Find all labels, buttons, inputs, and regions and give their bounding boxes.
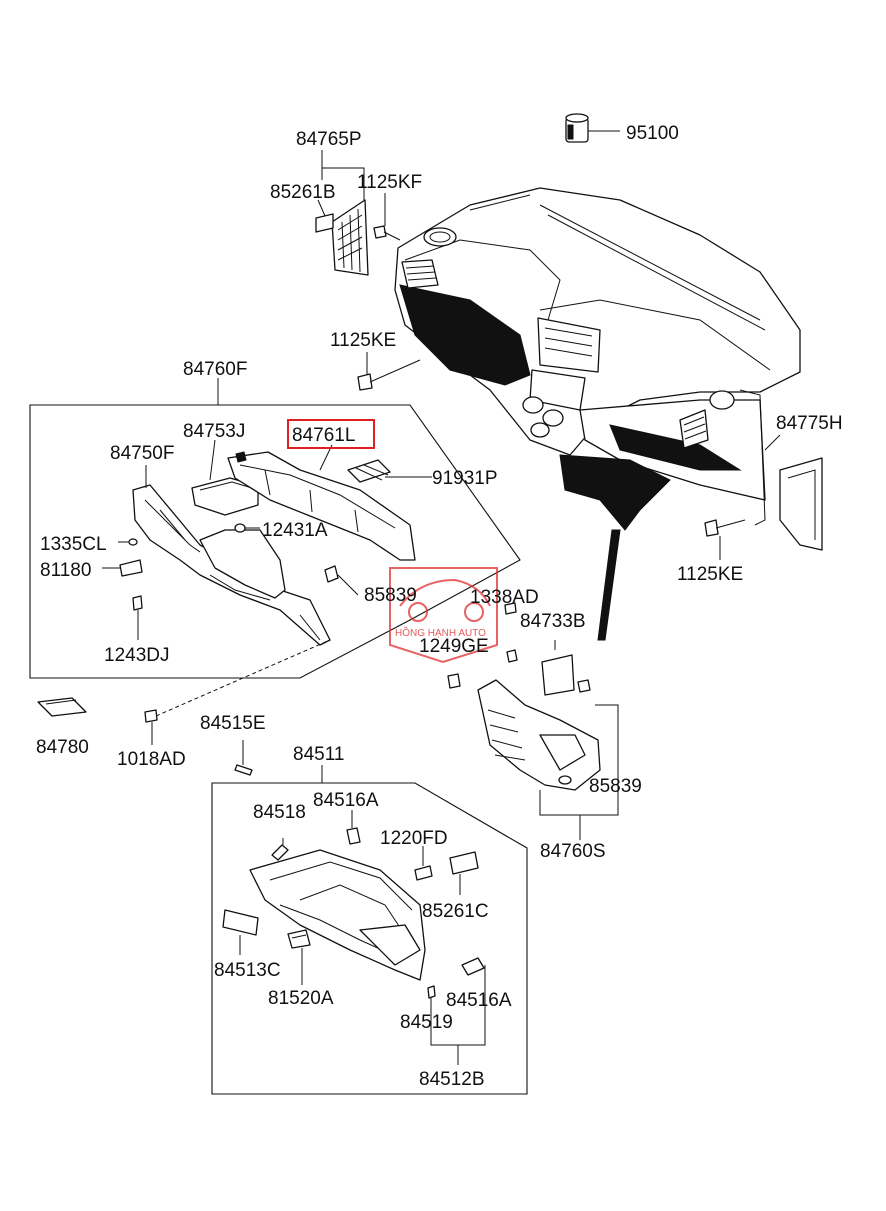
label-84516A-top[interactable]: 84516A bbox=[313, 790, 379, 811]
screw-84515E bbox=[234, 740, 253, 776]
dashboard-main-panel bbox=[394, 187, 801, 641]
screw-12431A bbox=[234, 523, 260, 533]
label-84518[interactable]: 84518 bbox=[253, 802, 306, 823]
label-1249GE[interactable]: 1249GE bbox=[419, 636, 489, 657]
label-85261C bbox=[449, 851, 479, 895]
label-1125KE-right[interactable]: 1125KE bbox=[677, 564, 743, 585]
clip-85839-left bbox=[324, 565, 359, 596]
label-12431A[interactable]: 12431A bbox=[262, 520, 328, 541]
highlight-box bbox=[287, 419, 375, 449]
glove-box-84511 bbox=[249, 849, 426, 981]
label-1335CL[interactable]: 1335CL bbox=[40, 534, 107, 555]
label-81180[interactable]: 81180 bbox=[40, 560, 91, 581]
label-81520A[interactable]: 81520A bbox=[268, 988, 334, 1009]
label-84513C bbox=[222, 909, 259, 955]
label-84765P[interactable]: 84765P bbox=[296, 129, 362, 150]
label-1018AD[interactable]: 1018AD bbox=[117, 749, 186, 770]
label-84519[interactable]: 84519 bbox=[400, 1012, 453, 1033]
watermark-logo: HỒNG HẠNH AUTO bbox=[389, 567, 498, 664]
duct-84753J bbox=[191, 477, 259, 516]
label-84512B[interactable]: 84512B bbox=[419, 1069, 485, 1090]
clip-95100 bbox=[565, 113, 589, 143]
label-84511[interactable]: 84511 bbox=[293, 744, 344, 765]
part-labels: 95100 84765P 85261B 1125KF 1125KE 84760F… bbox=[36, 123, 843, 1090]
label-1243DJ[interactable]: 1243DJ bbox=[104, 645, 170, 666]
label-95100[interactable]: 95100 bbox=[626, 123, 679, 144]
label-84515E[interactable]: 84515E bbox=[200, 713, 266, 734]
bolt-1018AD bbox=[144, 639, 331, 745]
label-85261C[interactable]: 85261C bbox=[422, 901, 489, 922]
label-91931P[interactable]: 91931P bbox=[432, 468, 498, 489]
screw-1125KF bbox=[373, 225, 401, 241]
bolt-1125KE-right bbox=[704, 519, 746, 537]
label-85839-right[interactable]: 85839 bbox=[589, 776, 642, 797]
label-84733B[interactable]: 84733B bbox=[520, 611, 586, 632]
lower-crash-pad-84750F bbox=[132, 484, 331, 646]
watermark-text: HỒNG HẠNH AUTO bbox=[395, 626, 486, 639]
label-1338AD[interactable]: 1338AD bbox=[470, 587, 539, 608]
label-84780[interactable]: 84780 bbox=[36, 737, 89, 758]
lower-cover-84760S bbox=[447, 602, 619, 840]
assembly-box-84511 bbox=[211, 765, 528, 1095]
end-cover-84775H bbox=[779, 457, 823, 551]
label-84761L[interactable]: 84761L bbox=[292, 425, 355, 446]
bolt-1125KE-top bbox=[357, 359, 421, 391]
hinge-84512B bbox=[427, 957, 486, 1065]
clip-84516A-top bbox=[346, 810, 361, 845]
bumper-84518 bbox=[271, 838, 289, 861]
label-1125KF[interactable]: 1125KF bbox=[357, 172, 422, 193]
assembly-box-84760F bbox=[29, 378, 521, 679]
label-85261B[interactable]: 85261B bbox=[270, 182, 336, 203]
label-84760F[interactable]: 84760F bbox=[183, 359, 247, 380]
label-84750F[interactable]: 84750F bbox=[110, 443, 174, 464]
label-84760S[interactable]: 84760S bbox=[540, 841, 606, 862]
screw-1220FD bbox=[414, 846, 433, 881]
fastener-1335CL bbox=[118, 538, 138, 546]
label-84775H[interactable]: 84775H bbox=[776, 413, 843, 434]
side-panel-84765P bbox=[315, 199, 369, 276]
bolt-1243DJ bbox=[132, 595, 143, 640]
bracket-91931P bbox=[347, 459, 432, 483]
label-84516A-bottom[interactable]: 84516A bbox=[446, 990, 512, 1011]
label-84753J[interactable]: 84753J bbox=[183, 421, 245, 442]
label-1220FD[interactable]: 1220FD bbox=[380, 828, 448, 849]
cover-84780 bbox=[37, 697, 87, 717]
panel-84761L bbox=[227, 451, 416, 561]
label-84513C[interactable]: 84513C bbox=[214, 960, 281, 981]
label-1125KE-top[interactable]: 1125KE bbox=[330, 330, 396, 351]
leader-lines bbox=[145, 130, 781, 560]
label-85839-left[interactable]: 85839 bbox=[364, 585, 417, 606]
clip-81180 bbox=[102, 559, 143, 577]
